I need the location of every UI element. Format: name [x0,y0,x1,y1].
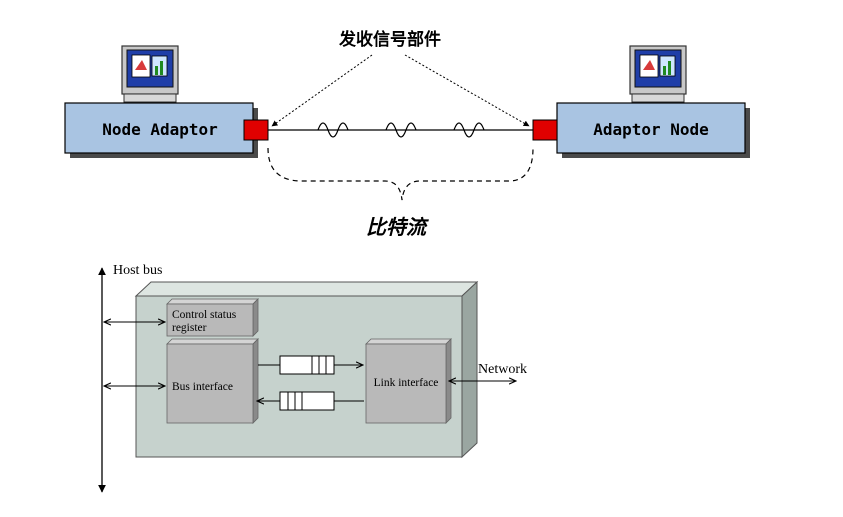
computer-icon [121,45,179,111]
link-interface-module [365,343,447,424]
adaptor-board-side [461,280,478,459]
right-connector [532,119,558,141]
host-bus-label: Host bus [113,263,162,278]
left-connector [243,119,269,141]
rx-queue [279,391,335,411]
control-status-label-line1: Control status [172,309,237,321]
pointer-arrow-left [271,54,373,127]
signal-waves [317,122,485,138]
right-node-box [556,102,746,154]
signal-parts-label: 发收信号部件 [338,29,441,50]
right-node-label: Adaptor Node [593,120,709,139]
left-node-label: Node Adaptor [102,120,218,139]
network-label: Network [478,362,527,377]
bottom-diagram: Host bus Control status register Bus int… [98,263,527,493]
pointer-arrow-right [404,54,530,127]
link-interface-label: Link interface [374,377,439,389]
bitstream-brace [267,147,534,201]
bus-interface-module [166,343,254,424]
computer-icon [629,45,687,111]
bus-interface-label: Bus interface [172,381,233,393]
tx-queue [279,355,335,375]
top-diagram: Node Adaptor Adaptor Node 发收信号部件 比特流 [64,29,750,239]
control-status-label-line2: register [172,322,207,334]
adaptor-board-top [134,281,479,297]
bitstream-label: 比特流 [366,215,429,239]
left-node-box [64,102,254,154]
control-status-register [166,303,254,337]
